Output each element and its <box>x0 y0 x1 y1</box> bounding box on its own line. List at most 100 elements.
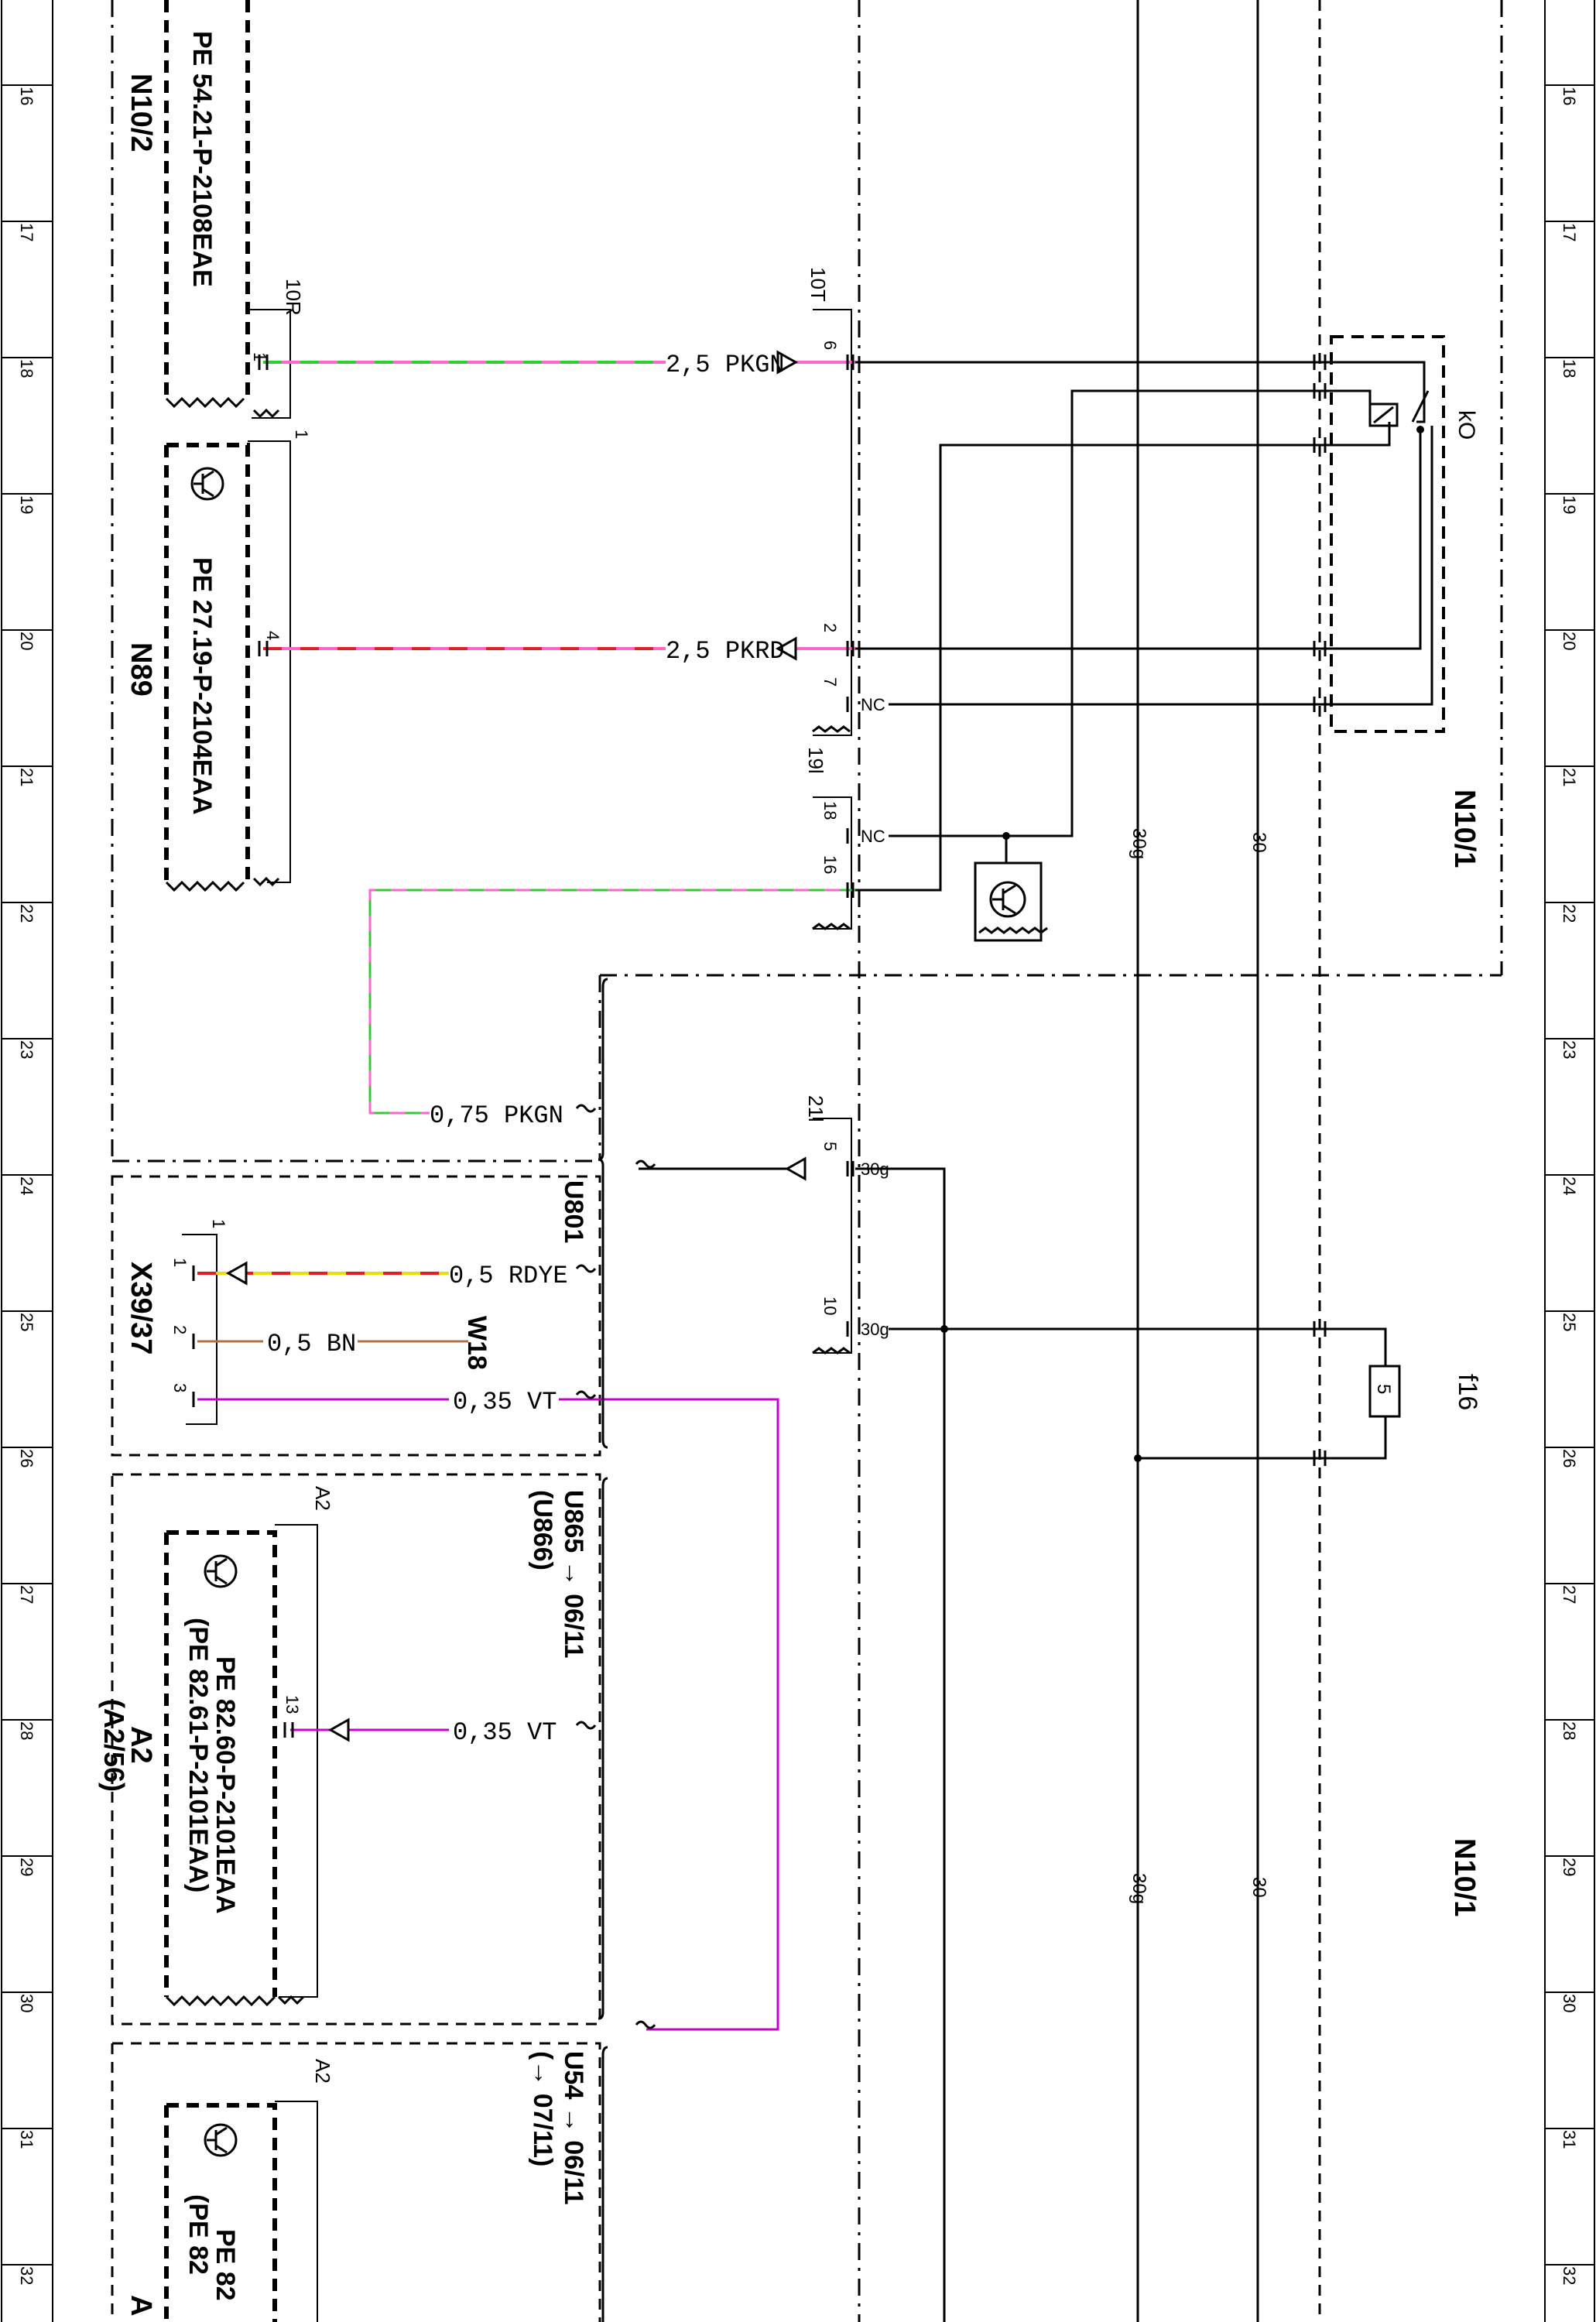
bus-30-top: 30 <box>1248 832 1269 853</box>
n89-pin: 4 <box>263 631 283 640</box>
grid-number: 24 <box>1560 1176 1579 1195</box>
grid-number: 16 <box>1560 87 1579 105</box>
wire-label-pkrd-25: 2,5 PKRD <box>666 637 785 666</box>
x39-37-pin-1: 1 <box>170 1258 190 1267</box>
wire-vt-035 <box>197 1398 779 2031</box>
a2-ref-1: PE 82.60-P-2101EAA <box>211 1656 240 1914</box>
fuse-f16 <box>1368 1365 1401 1418</box>
connector-21l: 21l <box>804 1095 827 1122</box>
n10-2-connector: 10R <box>282 279 305 316</box>
transistor-icon-a2 <box>204 1554 238 1588</box>
grid-number: 29 <box>1560 1858 1579 1876</box>
x39-37-pin-3: 3 <box>170 1383 190 1392</box>
fuse-name: f16 <box>1453 1374 1482 1410</box>
connector-19l: 19l <box>804 747 827 774</box>
ref-u866: (U866) <box>528 1490 557 1570</box>
a2-lower-name: A <box>125 2295 157 2316</box>
wire-label-vt-035-a: 0,35 VT <box>453 1388 557 1416</box>
connector-10t: 10T <box>807 267 830 302</box>
x39-37-connector-pin: 1 <box>209 1219 228 1228</box>
grid-number: 31 <box>1560 2130 1579 2149</box>
ref-u801: U801 <box>559 1180 588 1243</box>
n10-1-name-bottom: N10/1 <box>1448 1838 1481 1916</box>
wire-label-rdye-05: 0,5 RDYE <box>449 1262 568 1290</box>
grid-number: 23 <box>1560 1040 1579 1059</box>
pin-10: 10 <box>820 1296 840 1315</box>
grid-number: 25 <box>1560 1313 1579 1331</box>
bus-30-bottom: 30 <box>1248 1877 1269 1898</box>
module-boundaries <box>111 0 1503 2322</box>
grid-number: 23 <box>17 1040 36 1059</box>
grid-number: 30 <box>17 1994 36 2012</box>
continuation-marks <box>575 1104 656 2029</box>
wire-label-pkgn-25: 2,5 PKGN <box>666 351 785 379</box>
grid-number: 32 <box>1560 2266 1579 2285</box>
grid-number: 27 <box>17 1585 36 1604</box>
bus-30g-top: 30g <box>1129 828 1149 859</box>
grid-number: 29 <box>17 1858 36 1876</box>
grid-number: 22 <box>1560 904 1579 923</box>
fuse-rating: 5 <box>1373 1384 1394 1394</box>
junction-dots <box>940 426 1424 1462</box>
pin-30g-b: 30g <box>861 1320 889 1339</box>
relay-box <box>1330 335 1445 733</box>
grid-number: 24 <box>17 1176 36 1195</box>
grid-number: 30 <box>1560 1994 1579 2012</box>
black-wiring <box>639 0 1433 2322</box>
bus-30g-bottom: 30g <box>1129 1873 1149 1904</box>
grid-number: 17 <box>17 223 36 241</box>
grid-number: 18 <box>17 359 36 378</box>
wire-label-bn-05: 0,5 BN <box>267 1330 356 1358</box>
grid-number: 25 <box>17 1313 36 1331</box>
a2-name: A2 <box>125 1726 157 1764</box>
a2-lower-ref-2: (PE 82 <box>183 2194 213 2275</box>
ref-w18: W18 <box>462 1316 491 1370</box>
pin-6: 6 <box>820 341 840 350</box>
grid-number: 18 <box>1560 359 1579 378</box>
connector-brackets <box>182 309 852 2322</box>
pin-nc-2: NC <box>861 827 885 846</box>
a2-box <box>164 1530 277 1997</box>
n89-connector-pin: 1 <box>292 430 311 439</box>
a2-alt-name: (A2/56) <box>98 1699 130 1792</box>
n10-1-name-top: N10/1 <box>1448 789 1481 868</box>
grid-number: 27 <box>1560 1585 1579 1604</box>
relay-name: kO <box>1454 410 1479 440</box>
grid-number: 31 <box>17 2130 36 2149</box>
x39-37-pin-2: 2 <box>170 1325 190 1334</box>
grid-number: 20 <box>1560 632 1579 650</box>
x39-37-name: X39/37 <box>125 1262 157 1354</box>
grid-number: 19 <box>17 495 36 514</box>
labels: PE 54.21-P-2108EAE N10/2 10R 1 PE 27.19-… <box>98 31 1482 2316</box>
grid-number: 22 <box>17 904 36 923</box>
grid-number: 17 <box>1560 223 1579 241</box>
grid-number: 21 <box>1560 768 1579 786</box>
pin-nc-1: NC <box>861 695 885 714</box>
grid-number: 26 <box>1560 1449 1579 1468</box>
pin-2: 2 <box>820 623 840 632</box>
ref-u865: U865 → 06/11 <box>559 1490 588 1658</box>
ref-u54-alt: (→ 07/11) <box>528 2051 557 2166</box>
wire-pkgn-075 <box>368 889 855 1115</box>
n89-box <box>164 443 250 882</box>
pin-18: 18 <box>820 801 840 820</box>
grid-number: 26 <box>17 1449 36 1468</box>
terminal-marks <box>192 354 855 1738</box>
transistor-icon-a2-lower <box>204 2123 238 2157</box>
a2-pin-13: 13 <box>283 1695 302 1714</box>
transistor-icon-n89 <box>190 467 224 501</box>
braces <box>598 978 608 2322</box>
a2-lower-label: A2 <box>311 2059 334 2084</box>
grid-number: 20 <box>17 632 36 650</box>
a2-lower-ref-1: PE 82 <box>211 2229 240 2301</box>
n89-ref: PE 27.19-P-2104EAA <box>187 557 217 815</box>
grid-ticks <box>2 84 1594 2265</box>
n10-1-terminals <box>1313 354 1327 1466</box>
a2-ref-2: (PE 82.61-P-2101EAA) <box>183 1618 213 1892</box>
n10-2-name: N10/2 <box>125 74 157 152</box>
n89-name: N89 <box>125 642 157 697</box>
grid-number: 28 <box>17 1721 36 1740</box>
pin-30g-a: 30g <box>861 1159 889 1179</box>
